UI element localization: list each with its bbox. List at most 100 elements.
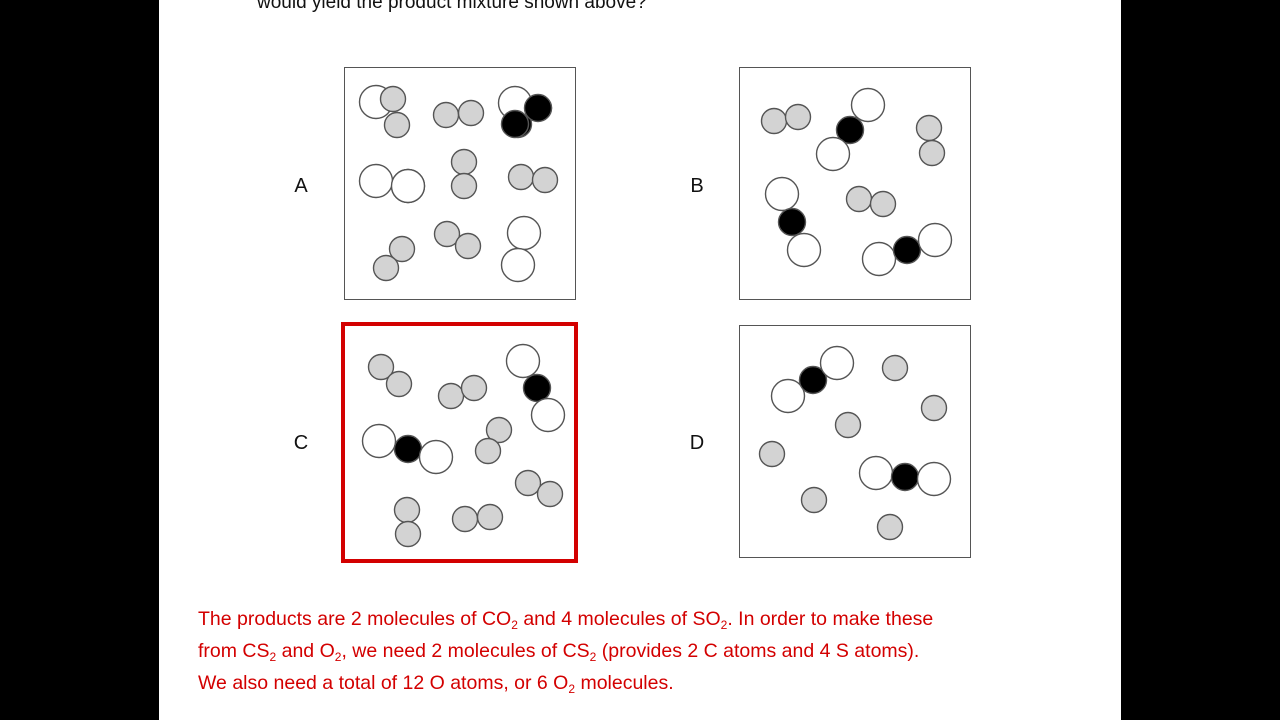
option-d-panel[interactable] [739,325,971,558]
oxygen-atom [530,397,566,433]
sulfur-atom [474,437,502,465]
carbon-atom [835,115,865,145]
oxygen-atom [358,163,394,199]
sulfur-atom [437,382,465,410]
carbon-atom [777,207,807,237]
explanation-text: (provides 2 C atoms and 4 S atoms). [596,640,920,662]
subscript: 2 [568,682,576,696]
sulfur-atom [758,440,786,468]
explanation-text: . In order to make these [727,608,934,630]
oxygen-atom [505,343,541,379]
oxygen-atom [390,168,426,204]
oxygen-atom [819,345,855,381]
oxygen-atom [770,378,806,414]
molecule-s2 [474,416,513,465]
sulfur-atom [476,503,504,531]
sulfur-atom [450,148,478,176]
molecule-s2 [760,103,812,135]
molecule-o2 [500,215,542,283]
sulfur-atom [454,232,482,260]
sulfur-atom [920,394,948,422]
oxygen-atom [418,439,454,475]
sulfur-atom [388,235,416,263]
option-label-a: A [294,175,308,197]
molecule-s2 [437,374,488,410]
molecule-s [881,354,909,382]
oxygen-atom [500,247,536,283]
option-b-panel[interactable] [739,67,971,300]
explanation-text: , we need 2 molecules of CS [341,640,590,662]
sulfur-atom [784,103,812,131]
sulfur-atom [457,99,485,127]
sulfur-atom [536,480,564,508]
sulfur-atom [385,370,413,398]
explanation-text: and 4 molecules of SO [517,608,721,630]
sulfur-atom [918,139,946,167]
sulfur-atom [432,101,460,129]
subscript: 2 [269,650,277,664]
molecule-s2 [379,85,411,139]
explanation-line-2: from CS2 and O2, we need 2 molecules of … [198,635,1098,667]
molecule-s2 [393,496,422,548]
explanation-line-1: The products are 2 molecules of CO2 and … [198,603,1098,635]
molecule-s2 [450,148,478,200]
molecule-o2 [358,163,426,204]
molecule-s2 [915,114,946,167]
carbon-atom [522,373,552,403]
molecule-s2 [451,503,504,533]
sulfur-atom [531,166,559,194]
explanation-text: molecules. [575,672,674,694]
option-a-panel[interactable] [344,67,576,300]
molecule-co2 [861,222,953,277]
option-label-d: D [689,432,705,454]
molecule-s [920,394,948,422]
option-c-molecule-diagram [361,343,566,548]
molecule-s [876,513,904,541]
option-a-molecule-diagram [358,84,559,283]
sulfur-atom [372,254,400,282]
answer-explanation: The products are 2 molecules of CO2 and … [198,603,1098,699]
molecule-co2 [764,176,822,268]
slide-page: would yield the product mixture shown ab… [159,0,1121,720]
sulfur-atom [876,513,904,541]
molecule-co2 [361,423,454,475]
explanation-line-3: We also need a total of 12 O atoms, or 6… [198,667,1098,699]
sulfur-atom [367,353,395,381]
carbon-atom [890,462,920,492]
sulfur-atom [451,505,479,533]
explanation-text: We also need a total of 12 O atoms, or 6… [198,672,569,694]
molecule-s2 [845,185,897,218]
sulfur-atom [393,496,421,524]
sulfur-atom [433,220,461,248]
molecule-co2 [858,455,952,497]
carbon-atom [892,235,922,265]
carbon-atom [523,93,553,123]
subscript: 2 [334,650,342,664]
explanation-text: from CS [198,640,270,662]
molecule-co2 [505,343,566,433]
sulfur-atom [379,85,407,113]
molecule-s [758,440,786,468]
sulfur-atom [845,185,873,213]
sulfur-atom [800,486,828,514]
sulfur-atom [394,520,422,548]
sulfur-atom [383,111,411,139]
option-label-b: B [690,175,704,197]
option-label-c: C [293,432,309,454]
option-c-panel[interactable] [341,322,578,563]
subscript: 2 [511,618,518,632]
subscript: 2 [720,618,728,632]
molecule-s [834,411,862,439]
oxygen-atom [916,461,952,497]
sulfur-atom [485,416,513,444]
molecule-s2 [507,163,559,194]
sulfur-atom [915,114,943,142]
molecule-s2 [433,220,482,260]
sulfur-atom [450,172,478,200]
oxygen-atom [815,136,851,172]
molecule-s2 [372,235,416,282]
option-b-molecule-diagram [760,87,953,277]
oxygen-atom [917,222,953,258]
sulfur-atom [760,107,788,135]
molecule-s2 [514,469,564,508]
